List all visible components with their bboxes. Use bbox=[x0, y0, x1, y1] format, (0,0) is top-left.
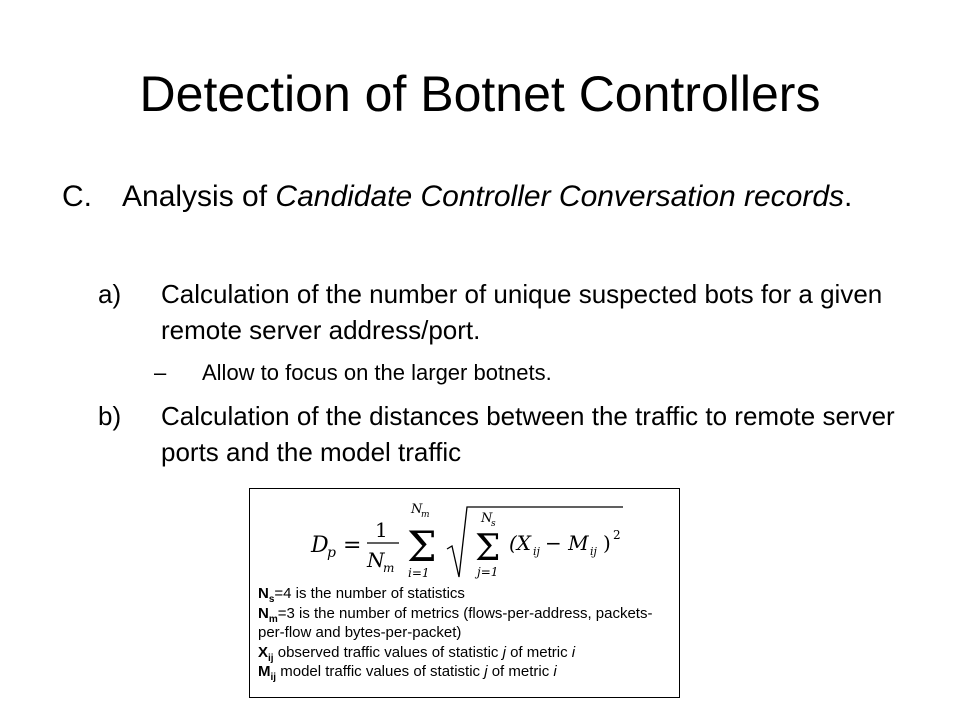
section-text-prefix: Analysis of bbox=[122, 180, 276, 213]
def-xij-text-b: of metric bbox=[505, 643, 572, 661]
inner-sum-top-sub: s bbox=[491, 519, 496, 529]
inner-sum-bottom: j=1 bbox=[474, 565, 498, 579]
formula-equals: = bbox=[343, 533, 361, 558]
sub-item-dash: – bbox=[154, 360, 167, 385]
definition-mij: Mij model traffic values of statistic j … bbox=[258, 662, 673, 683]
term-close: ) bbox=[603, 531, 611, 555]
term-sub1: ij bbox=[533, 545, 541, 558]
sqrt-radical bbox=[446, 506, 623, 578]
formula-lhs-sub: p bbox=[327, 545, 336, 561]
inner-sum-top: N bbox=[480, 511, 493, 526]
inner-sigma: Σ bbox=[475, 528, 500, 569]
definition-ns: Ns=4 is the number of statistics bbox=[258, 584, 673, 605]
def-nm-sub: m bbox=[268, 613, 278, 625]
outer-sum-top: N bbox=[410, 502, 423, 517]
def-ns-text: =4 is the number of statistics bbox=[274, 585, 465, 602]
definition-nm: Nm=3 is the number of metrics (flows-per… bbox=[258, 604, 673, 643]
section-label: C. bbox=[62, 180, 92, 213]
def-ns-sym: N bbox=[258, 585, 269, 602]
term-mid: − M bbox=[545, 531, 589, 555]
def-xij-sub: ij bbox=[268, 652, 274, 664]
item-b-text: Calculation of the distances between the… bbox=[161, 401, 895, 467]
def-mij-text-b: of metric bbox=[487, 663, 554, 680]
term-power: 2 bbox=[613, 528, 621, 542]
outer-sigma: Σ bbox=[407, 522, 437, 571]
def-mij-var2: i bbox=[553, 663, 557, 680]
item-b-label: b) bbox=[98, 401, 122, 431]
section-text: Analysis of Candidate Controller Convers… bbox=[122, 176, 912, 218]
term-open: (X bbox=[509, 531, 532, 555]
def-xij-sym: X bbox=[258, 643, 269, 661]
definitions: Ns=4 is the number of statistics Nm=3 is… bbox=[258, 584, 673, 683]
item-a-label: a) bbox=[98, 279, 122, 309]
distance-formula: D p = 1 N m N m Σ i=1 N s Σ j=1 (X ij − … bbox=[310, 502, 623, 580]
def-nm-text: =3 is the number of metrics (flows-per-a… bbox=[258, 604, 653, 642]
def-mij-var1: j bbox=[484, 663, 488, 680]
outer-sum-bottom: i=1 bbox=[408, 566, 430, 580]
slide-title: Detection of Botnet Controllers bbox=[139, 66, 821, 122]
def-mij-sub: ij bbox=[270, 672, 277, 683]
outer-sum-top-sub: m bbox=[421, 510, 430, 520]
def-xij-var2: i bbox=[571, 643, 576, 661]
def-ns-sub: s bbox=[268, 594, 275, 605]
formula-lhs: D bbox=[310, 533, 329, 558]
section-text-italic: Candidate Controller Conversation record… bbox=[275, 180, 845, 213]
def-mij-sym: M bbox=[258, 663, 271, 680]
def-nm-sym: N bbox=[258, 604, 269, 622]
def-xij-var1: j bbox=[502, 643, 506, 661]
formula-numerator: 1 bbox=[375, 518, 388, 542]
sub-item-text: Allow to focus on the larger botnets. bbox=[202, 360, 552, 385]
definition-xij: Xij observed traffic values of statistic… bbox=[258, 643, 673, 664]
def-xij-text-a: observed traffic values of statistic bbox=[273, 643, 503, 661]
formula-denominator: N bbox=[366, 548, 386, 572]
def-mij-text-a: model traffic values of statistic bbox=[276, 663, 485, 680]
formula-denominator-sub: m bbox=[383, 561, 394, 575]
item-a-text: Calculation of the number of unique susp… bbox=[161, 279, 883, 345]
section-text-suffix: . bbox=[844, 180, 853, 213]
formula-box: D p = 1 N m N m Σ i=1 N s Σ j=1 (X ij − … bbox=[249, 488, 680, 698]
term-sub2: ij bbox=[590, 545, 598, 558]
